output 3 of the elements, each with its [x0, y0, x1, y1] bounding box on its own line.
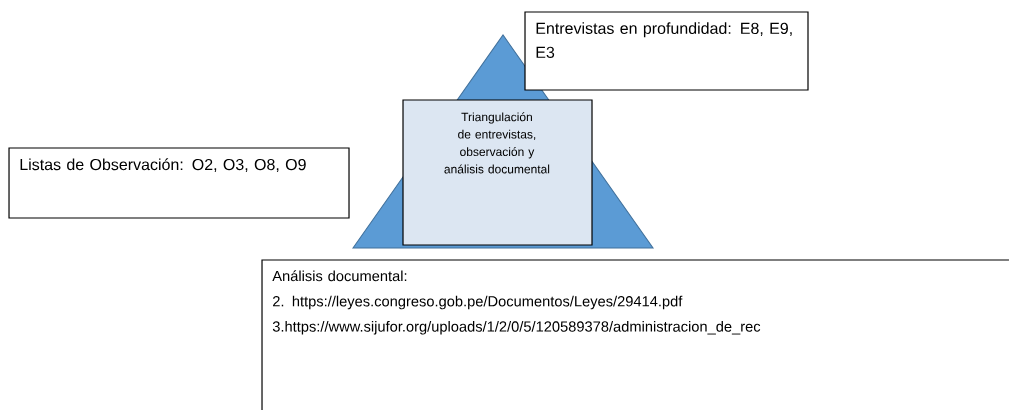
- text-box: Entrevistas en profundidad: E8, E9, E3: [524, 11, 809, 91]
- text-box: Análisis documental: 2. https://leyes.congreso.gob.pe/Documentos/Leyes/29414.pdf 3.https://www.sijufor.org/uploads/1/2/0/5/120589378/administracion_de_rec: [261, 259, 1009, 410]
- text-box: Listas de Observación: O2, O3, O8, O9: [8, 147, 350, 219]
